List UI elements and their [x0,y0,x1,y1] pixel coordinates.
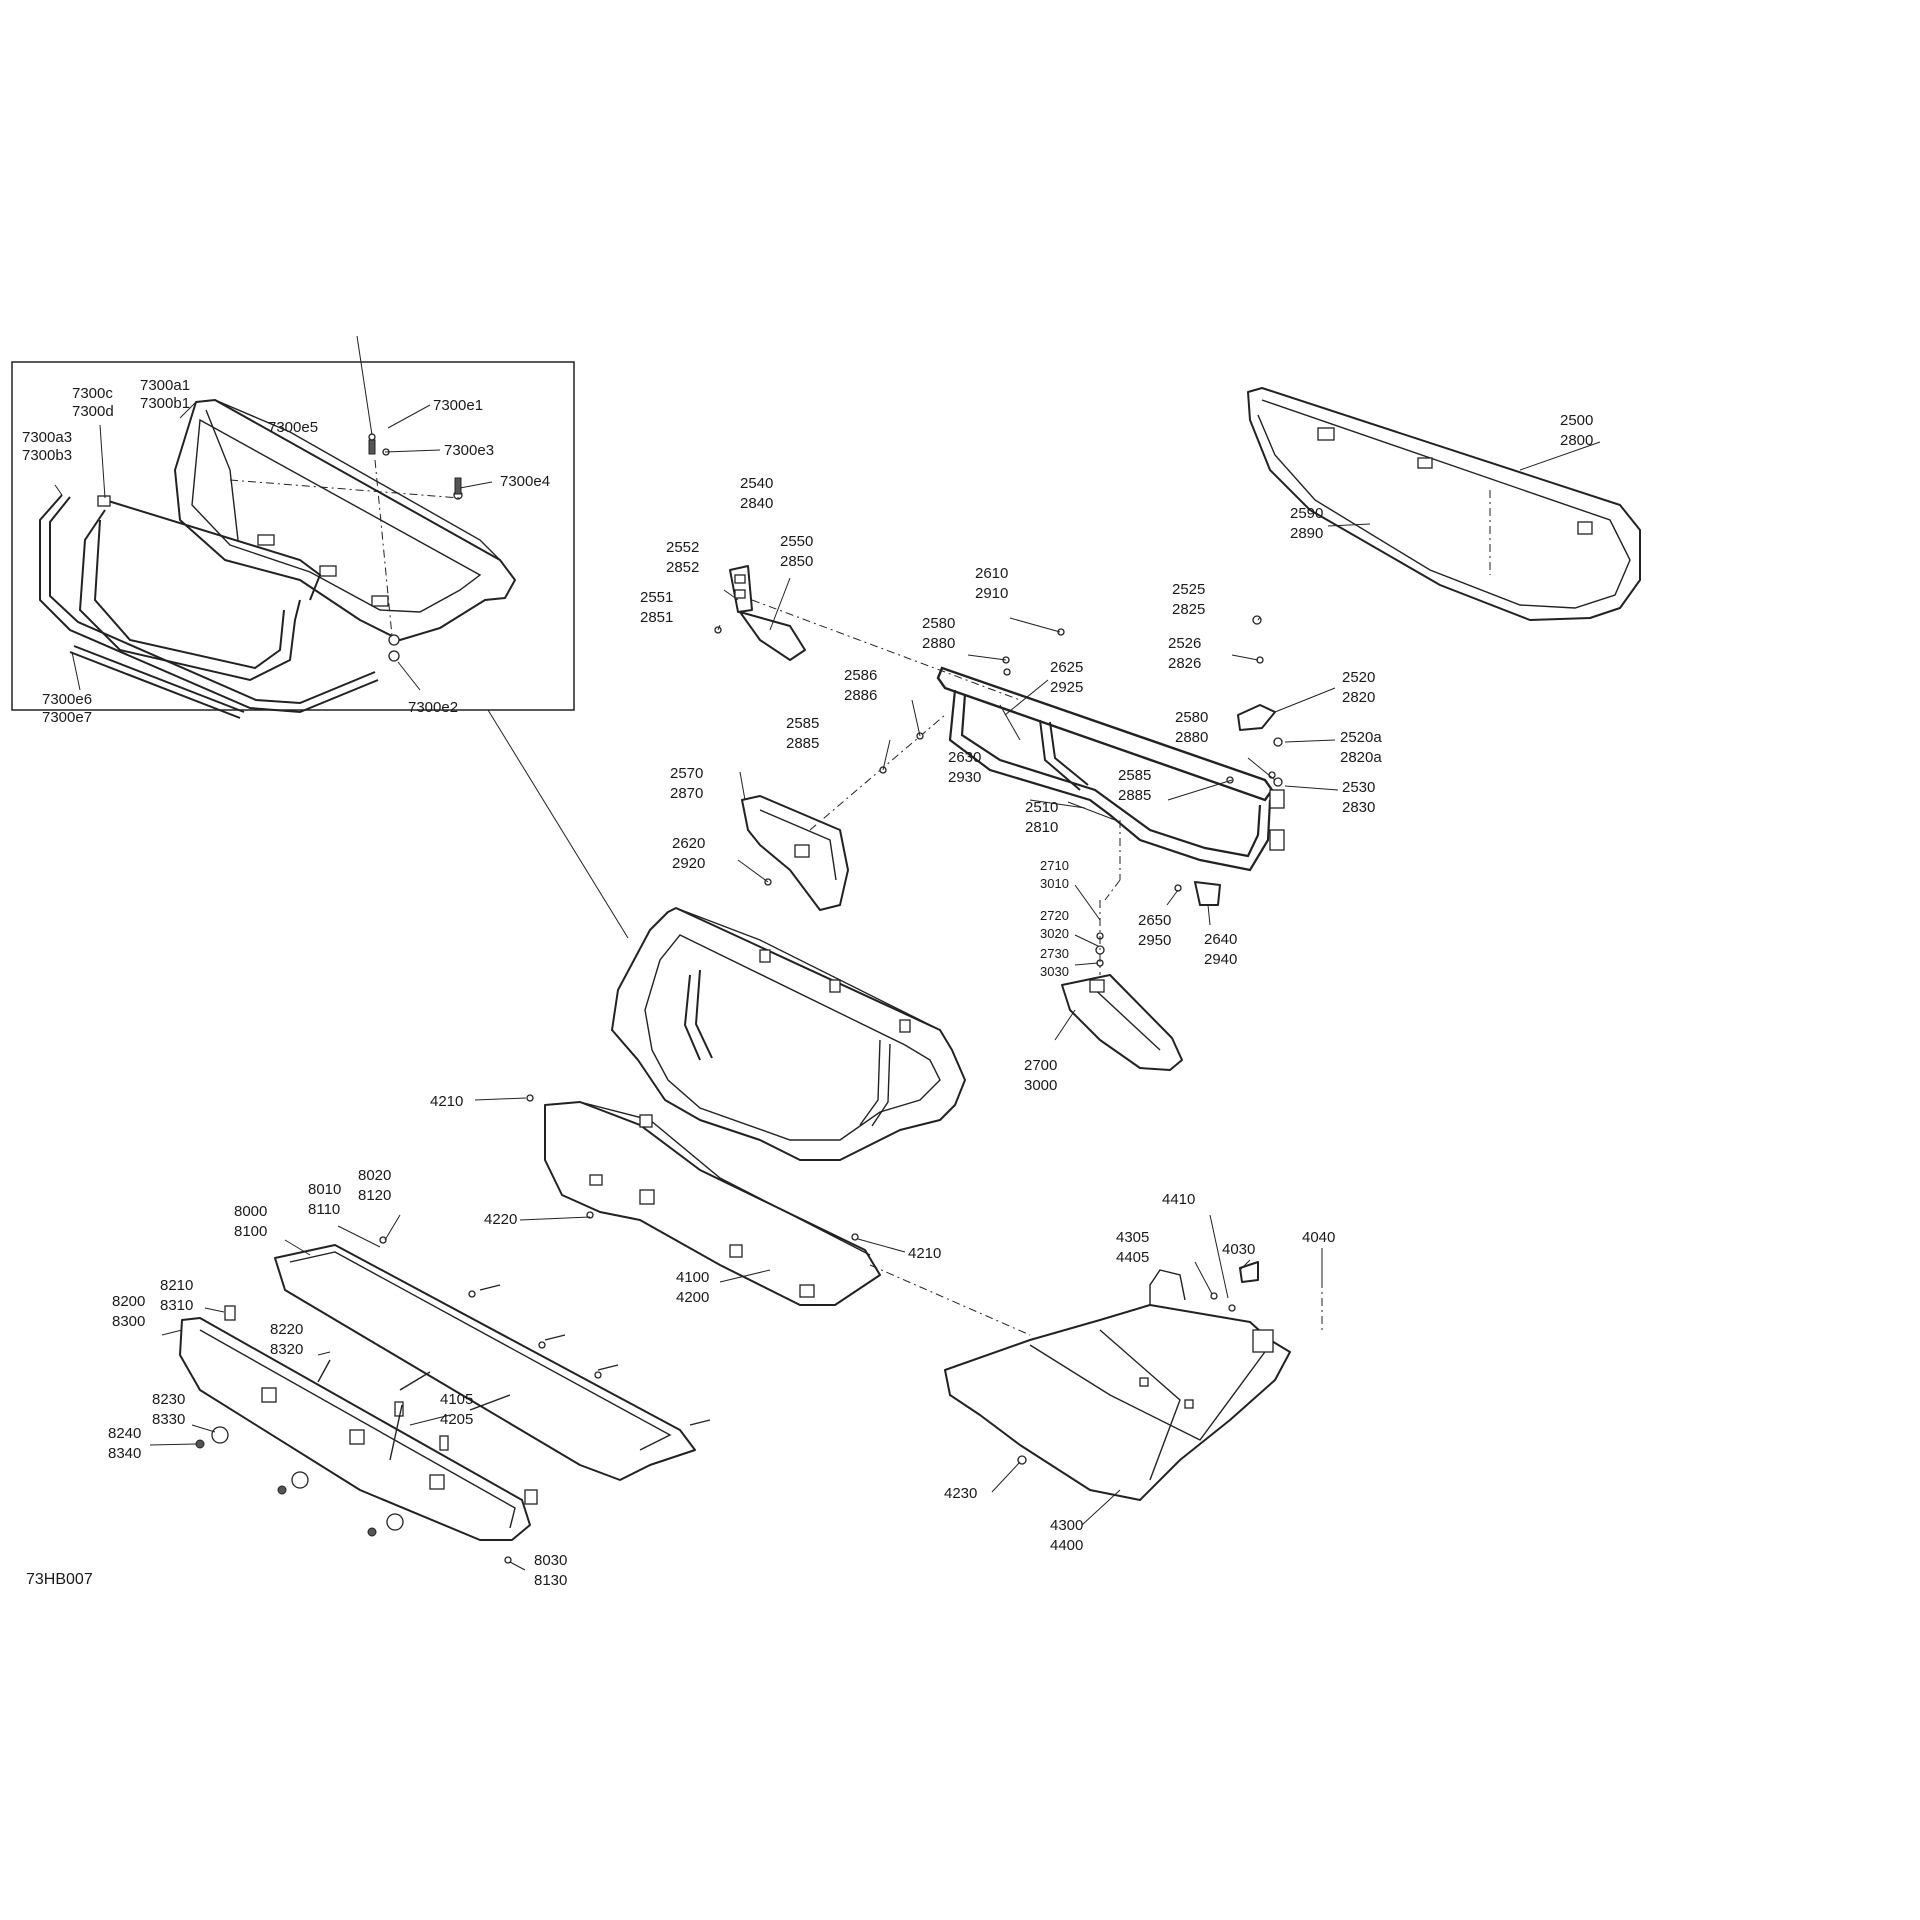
lower-side-panel-4100 [526,1094,1031,1336]
bracket-2570 [741,714,946,911]
hinge-2640 [1174,881,1221,906]
inset-door-panel [174,399,516,641]
callout-4040: 4040 [1302,1229,1335,1246]
inset-leader-line [487,709,629,939]
callout-4230: 4230 [944,1485,977,1502]
hinge-dash [751,599,1021,701]
callout-7300e4: 7300e4 [500,473,550,490]
callout-4410: 4410 [1162,1191,1195,1208]
upper-door-panel-2500 [1247,387,1641,621]
footwell-panel-4300 [944,1261,1323,1501]
callout-7300e5: 7300e5 [268,419,318,436]
inset-seal-strip [69,645,245,719]
callout-4030: 4030 [1222,1241,1255,1258]
door-frame-2510 [936,666,1285,901]
main-door-panel [611,907,966,1161]
inset-detail-frame [11,361,575,711]
callout-4210-right: 4210 [908,1245,941,1262]
latch-2700 [1061,900,1183,1071]
hinge-2540 [714,565,806,661]
callout-7300e3: 7300e3 [444,442,494,459]
callout-7300e2: 7300e2 [408,699,458,716]
inset-door-frame-tube [78,495,322,682]
inset-edge-strip [39,494,379,714]
rock-slider-8200 [179,1305,538,1564]
callout-7300e1: 7300e1 [433,397,483,414]
floor-panel-8000 [274,1236,711,1481]
callout-4210-left: 4210 [430,1093,463,1110]
callout-4220: 4220 [484,1211,517,1228]
leader-lines [54,335,1601,1571]
diagram-reference-code: 73HB007 [26,1571,93,1588]
